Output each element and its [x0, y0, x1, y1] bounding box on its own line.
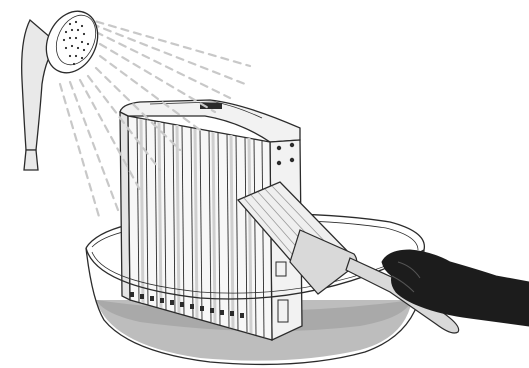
illustration-canvas: [0, 0, 529, 368]
cleaning-illustration: [0, 0, 529, 368]
